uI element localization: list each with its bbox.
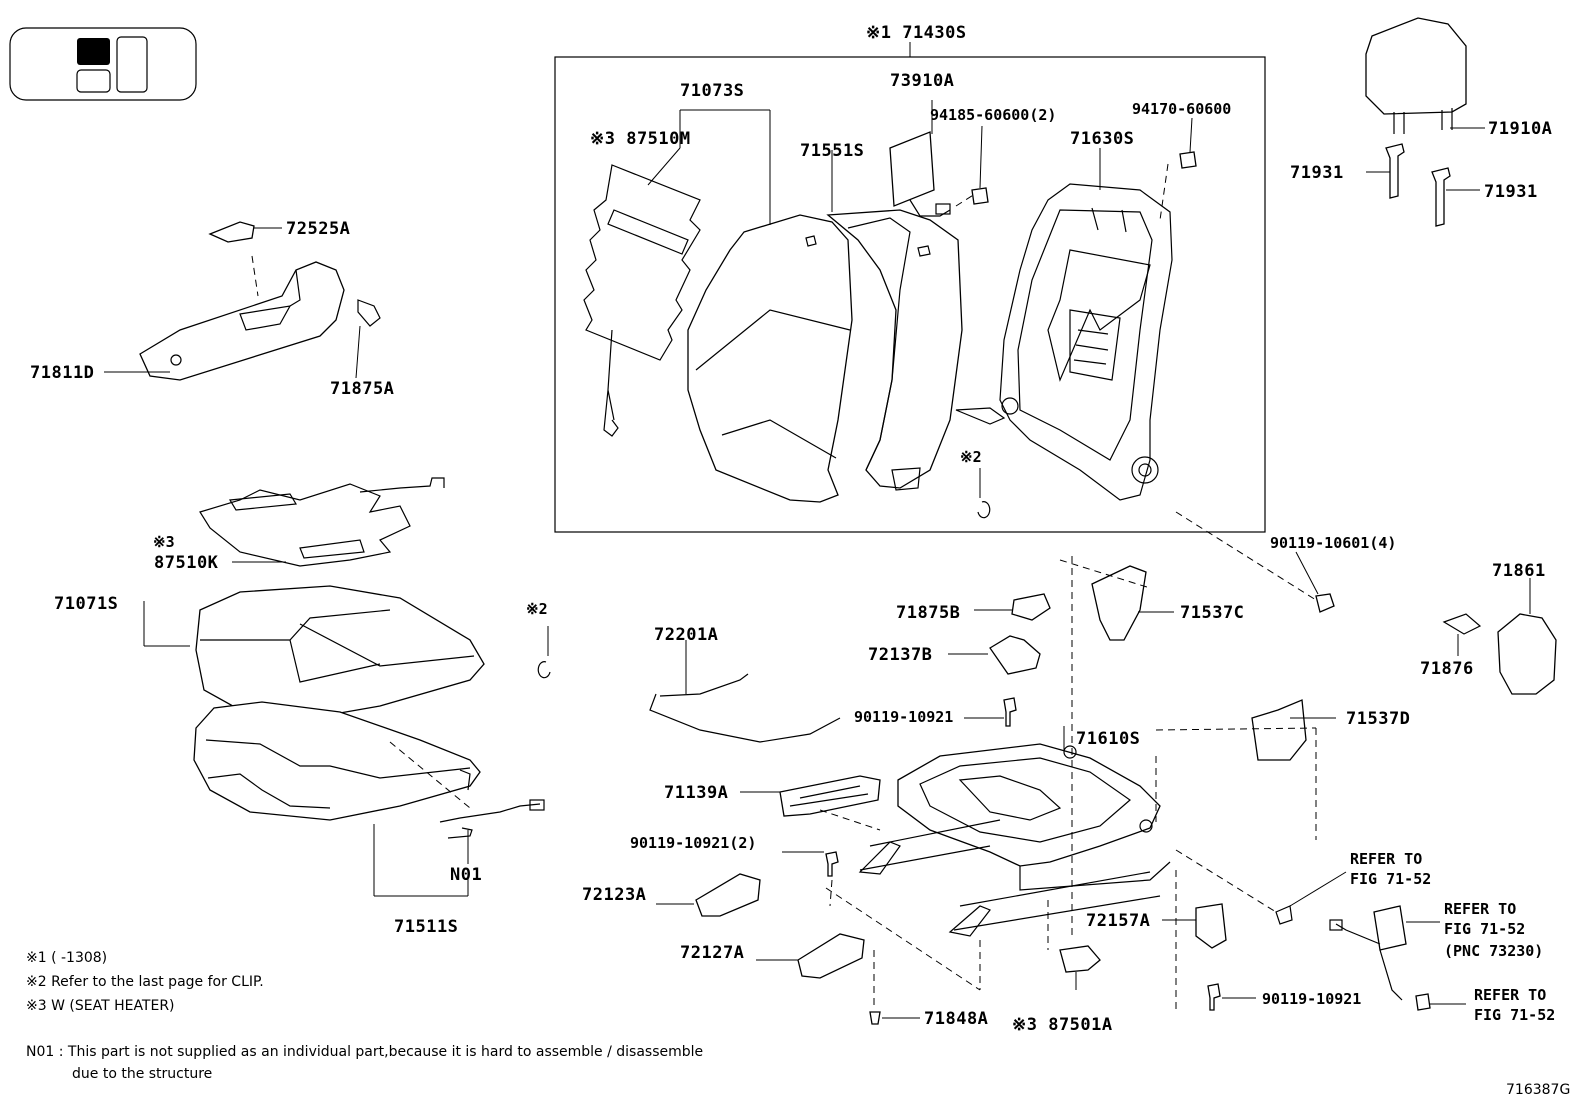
- label-72157A: 72157A: [1086, 911, 1150, 931]
- headrest: [1365, 17, 1485, 227]
- side-cover-parts: [104, 221, 381, 381]
- label-71139A: 71139A: [664, 783, 728, 803]
- seatback-assembly-group: ※1 71430S: [554, 23, 1266, 533]
- label-87510M: ※3 87510M: [590, 129, 691, 149]
- seat-belt-buckle: [1175, 849, 1466, 1011]
- clip-left: [537, 661, 551, 679]
- label-90119-10921-2: 90119-10921(2): [630, 834, 756, 852]
- label-71610S: 71610S: [1076, 729, 1140, 749]
- lower-right-parts: [869, 870, 1256, 1025]
- seatback-frame: [955, 148, 1173, 501]
- seat-frame-lower: [858, 726, 1171, 937]
- note-n01-line1: N01 : This part is not supplied as an in…: [26, 1044, 703, 1060]
- label-71073S: 71073S: [680, 81, 744, 101]
- label-mark2-left: ※2: [526, 600, 548, 618]
- label-72123A: 72123A: [582, 885, 646, 905]
- label-71430S: ※1 71430S: [866, 23, 967, 43]
- label-72127A: 72127A: [680, 943, 744, 963]
- note-3: ※3 W (SEAT HEATER): [26, 998, 175, 1014]
- note-n01-line2: due to the structure: [72, 1066, 212, 1082]
- label-71630S: 71630S: [1070, 129, 1134, 149]
- figure-id: 716387G: [1506, 1082, 1570, 1098]
- label-71848A: 71848A: [924, 1009, 988, 1029]
- seatback-pad: [826, 209, 963, 491]
- label-90119-10921-top: 90119-10921: [854, 708, 953, 726]
- label-71811D: 71811D: [30, 363, 94, 383]
- seatback-heater-mat: [583, 147, 701, 437]
- ref2-line3: (PNC 73230): [1444, 942, 1543, 960]
- cushion-harness: [439, 799, 545, 864]
- label-71876: 71876: [1420, 659, 1474, 679]
- right-cover-parts: [1295, 551, 1557, 695]
- label-72201A: 72201A: [654, 625, 718, 645]
- ref1-line1: REFER TO: [1350, 850, 1422, 868]
- ref3-line2: FIG 71-52: [1474, 1006, 1555, 1024]
- label-87510K: 87510K: [154, 553, 219, 573]
- cushion-cover: [143, 585, 485, 721]
- seatback-cover: [687, 214, 853, 503]
- label-mark2-mid: ※2: [960, 448, 982, 466]
- note-1: ※1 ( -1308): [26, 950, 107, 966]
- label-N01: N01: [450, 865, 482, 885]
- label-90119-10921-bottom: 90119-10921: [1262, 990, 1361, 1008]
- label-72525A: 72525A: [286, 219, 350, 239]
- cushion-heater-mat: [199, 477, 445, 567]
- leads-back-upper: [679, 109, 833, 225]
- label-71551S: 71551S: [800, 141, 864, 161]
- label-90119-10601: 90119-10601(4): [1270, 534, 1396, 552]
- ref2-line1: REFER TO: [1444, 900, 1516, 918]
- label-94185-60600: 94185-60600(2): [930, 106, 1056, 124]
- lower-left-parts: [649, 640, 981, 991]
- label-71537C: 71537C: [1180, 603, 1244, 623]
- label-71875B: 71875B: [896, 603, 960, 623]
- note-2: ※2 Refer to the last page for CLIP.: [26, 974, 264, 990]
- clip-mid: [977, 501, 991, 519]
- label-71511S: 71511S: [394, 917, 458, 937]
- label-87501A: ※3 87501A: [1012, 1015, 1113, 1035]
- cushion-dash: [389, 741, 471, 809]
- label-71931-left: 71931: [1290, 163, 1344, 183]
- label-71875A: 71875A: [330, 379, 394, 399]
- label-73910A: 73910A: [890, 71, 954, 91]
- label-71537D: 71537D: [1346, 709, 1410, 729]
- seat-position-icon: [9, 27, 197, 101]
- cushion-pad: [193, 701, 481, 897]
- ref2-line2: FIG 71-52: [1444, 920, 1525, 938]
- label-94170-60600: 94170-60600: [1132, 100, 1231, 118]
- ref1-line2: FIG 71-52: [1350, 870, 1431, 888]
- label-71910A: 71910A: [1488, 119, 1552, 139]
- adjuster-upper-parts: [948, 511, 1336, 940]
- seatback-small-parts: [889, 100, 1197, 217]
- label-71931-right: 71931: [1484, 182, 1538, 202]
- label-71861: 71861: [1492, 561, 1546, 581]
- label-72137B: 72137B: [868, 645, 932, 665]
- ref3-line1: REFER TO: [1474, 986, 1546, 1004]
- label-mark3-cushion: ※3: [153, 533, 175, 551]
- label-71071S: 71071S: [54, 594, 118, 614]
